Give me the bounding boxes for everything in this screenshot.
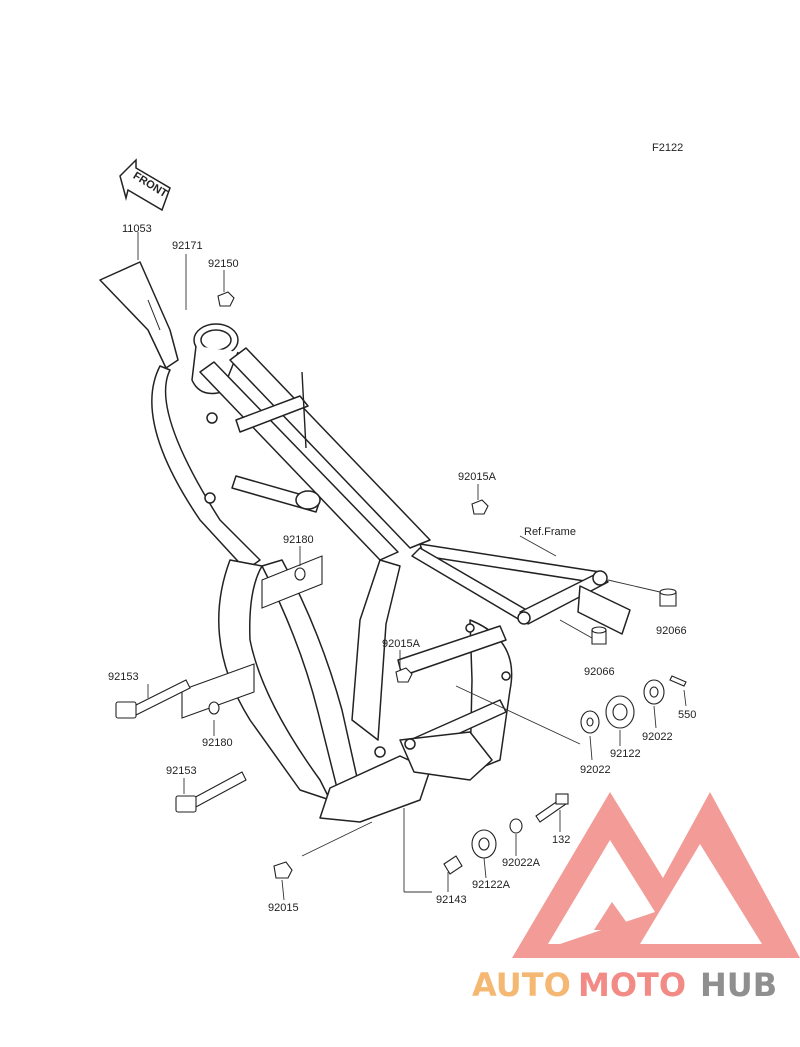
label-92066-left: 92066 — [584, 666, 615, 678]
watermark-moto: MOTO — [578, 966, 686, 1004]
part-labels: F2122 Ref.Frame 11053 92171 92150 92015A… — [108, 142, 696, 914]
motorcycle-frame — [99, 261, 631, 823]
figure-code: F2122 — [652, 142, 683, 154]
label-92153-top: 92153 — [108, 671, 139, 683]
bolt-132 — [535, 793, 569, 823]
bolt-92153-top — [115, 679, 191, 719]
pads — [181, 555, 323, 719]
label-92066-right: 92066 — [656, 625, 687, 637]
watermark-hub: HUB — [700, 966, 777, 1004]
label-550: 550 — [678, 709, 696, 721]
label-92022-left: 92022 — [580, 764, 611, 776]
ref-frame-label: Ref.Frame — [524, 526, 576, 538]
label-92022a: 92022A — [502, 857, 541, 869]
label-92015: 92015 — [268, 902, 299, 914]
label-92122: 92122 — [610, 748, 641, 760]
pin-550 — [669, 675, 687, 687]
front-arrow: FRONT — [119, 158, 171, 212]
watermark-auto: AUTO — [472, 966, 571, 1004]
label-92180-top: 92180 — [283, 534, 314, 546]
label-92180-bottom: 92180 — [202, 737, 233, 749]
callout-lines — [137, 232, 687, 901]
label-92015a-mid: 92015A — [382, 638, 421, 650]
label-92150: 92150 — [208, 258, 239, 270]
label-92022-right: 92022 — [642, 731, 673, 743]
label-92122a: 92122A — [472, 879, 511, 891]
watermark-logo — [512, 792, 800, 958]
label-11053: 11053 — [122, 223, 152, 235]
label-92015a-top: 92015A — [458, 471, 497, 483]
label-92143: 92143 — [436, 894, 467, 906]
watermark-text: AUTO MOTO HUB — [472, 966, 777, 1004]
label-92171: 92171 — [172, 240, 203, 252]
label-92153-bottom: 92153 — [166, 765, 197, 777]
bolt-92153-bottom — [175, 771, 247, 813]
label-132: 132 — [552, 834, 570, 846]
hardware-parts — [217, 291, 677, 879]
